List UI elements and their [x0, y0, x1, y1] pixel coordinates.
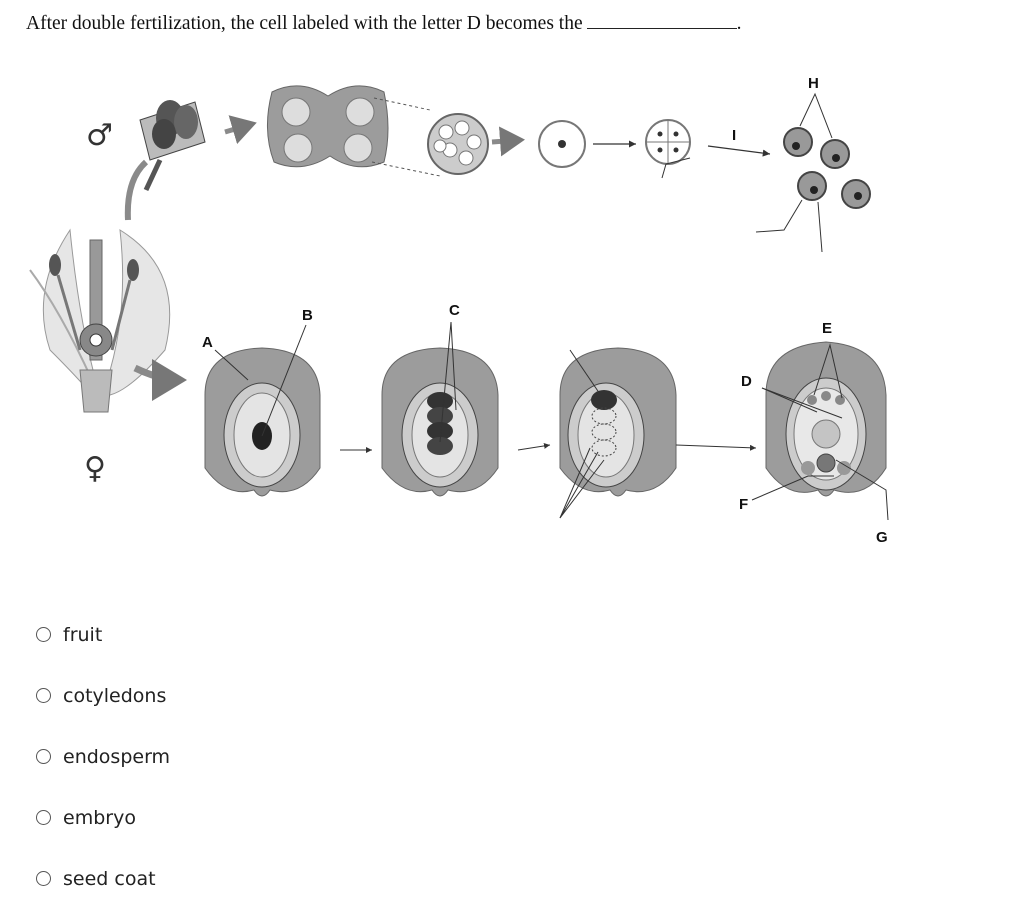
- radio-button[interactable]: [36, 871, 51, 886]
- ovule-arrow-2: [517, 442, 551, 451]
- ovule-c: [559, 347, 677, 519]
- label-d: D: [741, 373, 752, 390]
- question-text: After double fertilization, the cell lab…: [26, 12, 742, 35]
- question-end: .: [736, 13, 742, 34]
- option-fruit[interactable]: fruit: [36, 604, 170, 665]
- option-seed-coat[interactable]: seed coat: [36, 848, 170, 909]
- radio-button[interactable]: [36, 810, 51, 825]
- tetrad: [645, 119, 691, 179]
- plant-reproduction-diagram: ♂ ♀: [29, 75, 889, 546]
- tetrad-arrow: [707, 145, 771, 157]
- male-symbol: ♂: [86, 118, 113, 153]
- label-b: B: [302, 307, 313, 324]
- option-endosperm[interactable]: endosperm: [36, 726, 170, 787]
- cluster-arrow: [491, 126, 525, 157]
- option-label: fruit: [63, 623, 103, 646]
- pollen-grains: [755, 92, 871, 253]
- ovule-b: [381, 321, 499, 497]
- label-c: C: [449, 302, 460, 319]
- label-i: I: [732, 127, 736, 144]
- option-label: embryo: [63, 806, 136, 829]
- option-label: seed coat: [63, 867, 156, 890]
- anther-to-section-arrow: [224, 115, 257, 145]
- label-e: E: [822, 320, 832, 337]
- option-label: endosperm: [63, 745, 171, 768]
- radio-button[interactable]: [36, 688, 51, 703]
- anther-illustration: [139, 100, 206, 192]
- flower-to-ovule-arrow: [133, 358, 187, 401]
- radio-button[interactable]: [36, 749, 51, 764]
- ovule-mature: [751, 341, 889, 521]
- answer-blank: [586, 12, 737, 29]
- flower-to-anther-arrow: [124, 159, 149, 221]
- flower-illustration: [29, 228, 171, 413]
- female-symbol: ♀: [84, 451, 106, 486]
- option-embryo[interactable]: embryo: [36, 787, 170, 848]
- label-g: G: [876, 529, 888, 546]
- anther-cross-section: [266, 85, 441, 177]
- sporogenous-tissue: [427, 113, 489, 175]
- option-label: cotyledons: [63, 684, 167, 707]
- radio-button[interactable]: [36, 627, 51, 642]
- question-stem: After double fertilization, the cell lab…: [26, 13, 583, 34]
- answer-options: fruit cotyledons endosperm embryo seed c…: [36, 604, 170, 909]
- label-h: H: [808, 75, 819, 92]
- label-f: F: [739, 496, 748, 513]
- label-a: A: [202, 334, 213, 351]
- option-cotyledons[interactable]: cotyledons: [36, 665, 170, 726]
- ovule-arrow-3: [675, 444, 757, 451]
- ovule-a: [204, 324, 321, 497]
